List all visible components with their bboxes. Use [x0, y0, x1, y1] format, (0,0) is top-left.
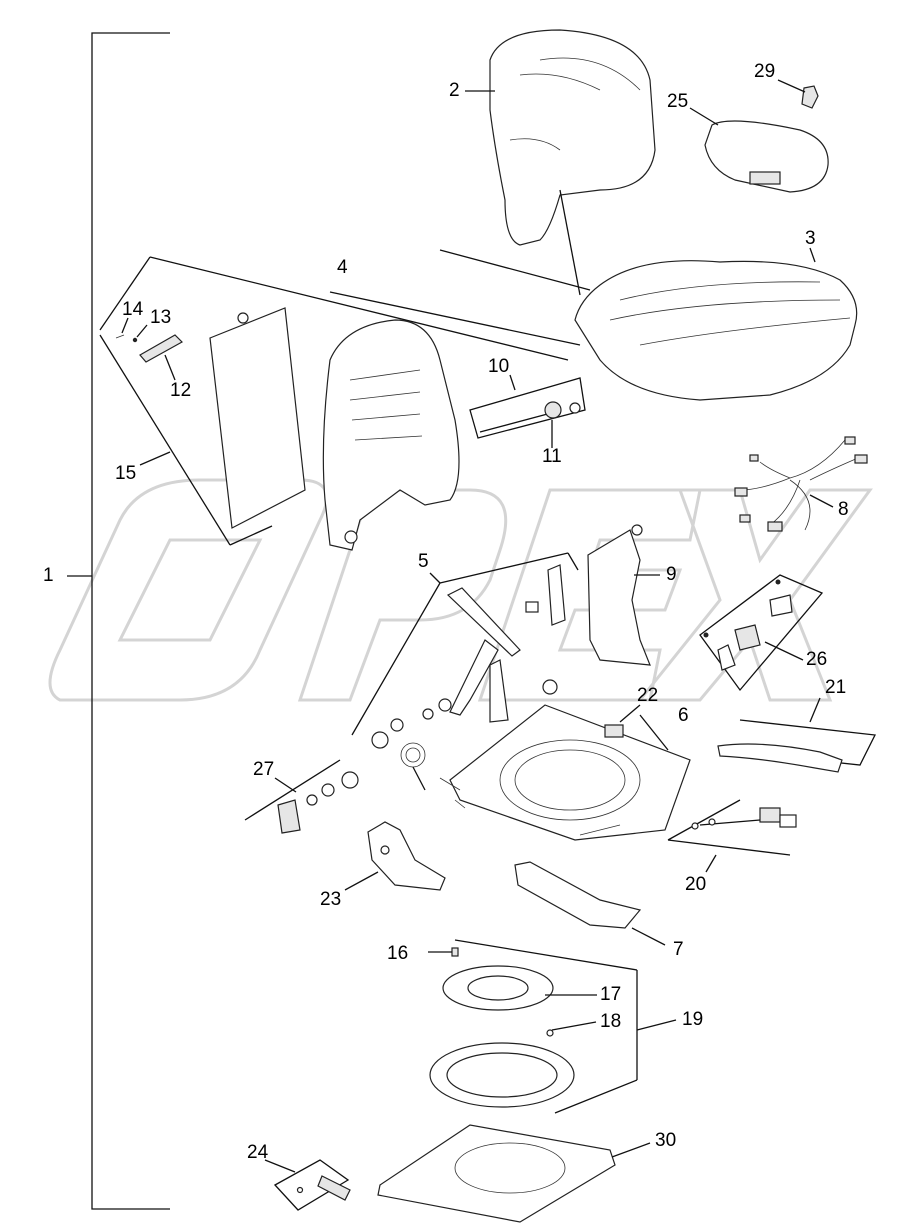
swivel-base-30: [377, 1124, 616, 1223]
handle-assembly-21: [717, 719, 876, 773]
leader-29: [777, 79, 806, 93]
ball-part-18: [546, 1029, 554, 1037]
screw-part-16: [451, 947, 459, 957]
seat-cushion: [439, 249, 858, 401]
callout-20: 20: [685, 874, 707, 895]
callout-14: 14: [122, 299, 144, 320]
leader-7: [631, 927, 666, 946]
callout-26: 26: [806, 649, 828, 670]
leader-30: [611, 1142, 651, 1158]
leader-12: [164, 354, 176, 381]
callout-21: 21: [825, 677, 847, 698]
mount-bracket-7: [514, 861, 642, 929]
callout-29: 29: [754, 61, 776, 82]
callout-18: 18: [600, 1011, 622, 1032]
callout-9: 9: [666, 564, 677, 585]
callout-15: 15: [115, 463, 137, 484]
mount-plate-23: [367, 821, 446, 891]
callout-19: 19: [682, 1009, 704, 1030]
pin-set-20: [667, 799, 797, 856]
bushing-set: [244, 718, 404, 834]
recline-rod-group: [469, 377, 586, 439]
leader-6: [639, 714, 669, 751]
bracket-15b: [229, 525, 273, 546]
callout-6: 6: [678, 705, 689, 726]
callout-3: 3: [805, 228, 816, 249]
leader-10: [509, 374, 516, 391]
callout-2: 2: [449, 80, 460, 101]
key-part-24: [273, 1159, 351, 1211]
callout-30: 30: [655, 1130, 677, 1151]
leader-24: [264, 1159, 296, 1173]
wiring-harness: [734, 436, 868, 532]
switch-group-26: [699, 574, 824, 692]
leader-14: [121, 317, 129, 334]
leader-3: [809, 247, 816, 263]
leader-22: [619, 704, 641, 723]
leader-19: [636, 1019, 677, 1031]
leader-15: [139, 451, 171, 466]
backrest-cushion: [489, 29, 656, 296]
seat-base-plate: [439, 704, 691, 841]
callout-23: 23: [320, 889, 342, 910]
callout-17: 17: [600, 984, 622, 1005]
leader-20: [705, 854, 717, 873]
callout-16: 16: [387, 943, 409, 964]
callout-13: 13: [150, 307, 172, 328]
callout-4: 4: [337, 257, 348, 278]
leader-23: [344, 871, 379, 891]
back-panel: [209, 307, 306, 529]
lever-group: [351, 552, 579, 736]
leader-5: [429, 572, 441, 584]
callout-22: 22: [637, 685, 659, 706]
leader-26: [764, 641, 804, 661]
group-bracket-4: [99, 256, 581, 361]
callout-1: 1: [43, 565, 54, 586]
bottom-ring: [429, 1042, 575, 1108]
callout-5: 5: [418, 551, 429, 572]
callout-25: 25: [667, 91, 689, 112]
bearing-ring-17: [442, 965, 554, 1011]
clip-part-29: [801, 85, 819, 109]
bracket-15: [99, 334, 231, 546]
group-bracket-19: [454, 939, 638, 1114]
armrest-pad: [704, 120, 829, 193]
leader-25: [689, 107, 719, 126]
side-bracket: [587, 524, 651, 666]
backrest-frame: [322, 319, 460, 551]
washer-part-13: [132, 337, 138, 343]
coil-spring: [400, 742, 426, 791]
callout-7: 7: [673, 939, 684, 960]
leader-27: [274, 777, 297, 793]
callout-11: 11: [542, 446, 562, 467]
pin-part-14: [115, 334, 125, 339]
callout-10: 10: [488, 356, 510, 377]
assembly-bracket-1: [91, 32, 170, 1210]
leader-18: [551, 1021, 597, 1031]
callout-8: 8: [838, 499, 849, 520]
callout-27: 27: [253, 759, 275, 780]
leader-13: [136, 324, 148, 338]
block-part-22: [604, 724, 624, 738]
handle-part-12: [139, 334, 183, 363]
callout-24: 24: [247, 1142, 269, 1163]
leader-8: [809, 494, 834, 508]
callout-12: 12: [170, 380, 192, 401]
leader-21: [809, 697, 821, 723]
